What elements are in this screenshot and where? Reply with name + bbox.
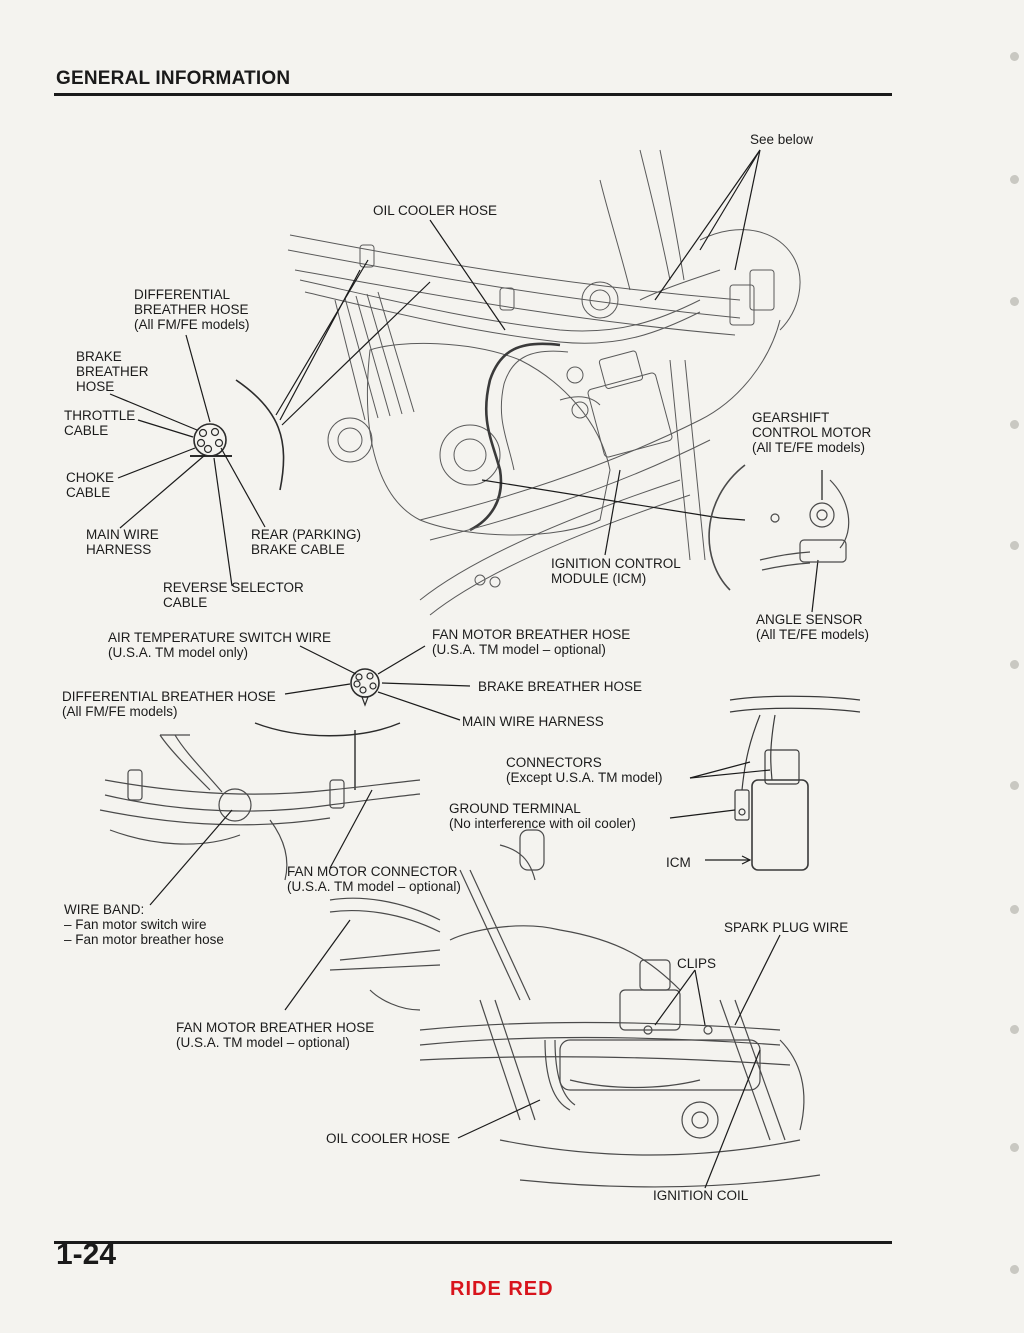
callout-differential-breather-hose: DIFFERENTIAL BREATHER HOSE (All FM/FE mo… <box>134 287 250 332</box>
leader-lines-bottom <box>284 919 781 1189</box>
brand-logo-text: RIDE RED <box>450 1278 554 1300</box>
callout-reverse-selector-cable: REVERSE SELECTOR CABLE <box>163 580 304 610</box>
callout-icm: ICM <box>666 855 691 870</box>
binder-hole <box>1010 905 1019 914</box>
callout-fan-motor-breather-hose-top: FAN MOTOR BREATHER HOSE (U.S.A. TM model… <box>432 627 631 657</box>
callout-ground-terminal: GROUND TERMINAL (No interference with oi… <box>449 801 636 831</box>
footer-rule <box>54 1241 892 1244</box>
binder-hole <box>1010 660 1019 669</box>
atv-lower-illustration <box>329 829 821 1188</box>
callout-rear-parking-brake-cable: REAR (PARKING) BRAKE CABLE <box>251 527 362 557</box>
binder-hole <box>1010 1143 1019 1152</box>
header-rule <box>54 93 892 96</box>
callout-oil-cooler-hose-bottom: OIL COOLER HOSE <box>326 1131 451 1146</box>
leader-lines-top <box>109 149 823 613</box>
wire-bundle-illustration <box>99 734 421 881</box>
cable-grommet-middle <box>350 668 380 707</box>
icm-inset <box>729 695 861 871</box>
callout-choke-cable: CHOKE CABLE <box>66 470 115 500</box>
callout-main-wire-harness: MAIN WIRE HARNESS <box>86 527 159 557</box>
callout-oil-cooler-hose-top: OIL COOLER HOSE <box>373 203 498 218</box>
page-title: GENERAL INFORMATION <box>56 68 291 89</box>
callout-brake-breather-hose: BRAKE BREATHER HOSE <box>76 349 149 394</box>
callout-clips: CLIPS <box>677 956 717 971</box>
leader-lines-middle <box>284 645 471 721</box>
cable-grommet-top <box>190 423 232 457</box>
binder-hole <box>1010 175 1019 184</box>
callout-fan-motor-connector: FAN MOTOR CONNECTOR (U.S.A. TM model – o… <box>287 864 461 894</box>
callout-brake-breather-hose-mid: BRAKE BREATHER HOSE <box>478 679 643 694</box>
callout-connectors: CONNECTORS (Except U.S.A. TM model) <box>506 755 663 785</box>
binder-hole <box>1010 297 1019 306</box>
callout-throttle-cable: THROTTLE CABLE <box>64 408 136 438</box>
callout-angle-sensor: ANGLE SENSOR (All TE/FE models) <box>756 612 870 642</box>
gearshift-motor-inset <box>708 464 850 591</box>
binder-hole <box>1010 52 1019 61</box>
binder-hole <box>1010 1025 1019 1034</box>
callout-air-temperature-switch-wire: AIR TEMPERATURE SWITCH WIRE (U.S.A. TM m… <box>108 630 332 660</box>
binder-hole <box>1010 541 1019 550</box>
leader-lines-icm <box>669 761 771 865</box>
callout-see-below: See below <box>750 132 814 147</box>
callout-main-wire-harness-mid: MAIN WIRE HARNESS <box>462 714 604 729</box>
binder-hole <box>1010 781 1019 790</box>
binder-hole <box>1010 1265 1019 1274</box>
page-number: 1-24 <box>56 1238 117 1271</box>
callout-fan-motor-breather-hose-bottom: FAN MOTOR BREATHER HOSE (U.S.A. TM model… <box>176 1020 375 1050</box>
callout-spark-plug-wire: SPARK PLUG WIRE <box>724 920 849 935</box>
callout-gearshift-control-motor: GEARSHIFT CONTROL MOTOR (All TE/FE model… <box>752 410 872 455</box>
callout-wire-band: WIRE BAND: – Fan motor switch wire – Fan… <box>64 902 224 947</box>
callout-ignition-coil: IGNITION COIL <box>653 1188 749 1203</box>
binder-hole <box>1010 420 1019 429</box>
callout-differential-breather-hose-mid: DIFFERENTIAL BREATHER HOSE (All FM/FE mo… <box>62 689 276 719</box>
engine-frame-illustration <box>287 149 801 616</box>
callout-ignition-control-module: IGNITION CONTROL MODULE (ICM) <box>551 556 681 586</box>
leader-lines-middle-2 <box>149 789 373 906</box>
